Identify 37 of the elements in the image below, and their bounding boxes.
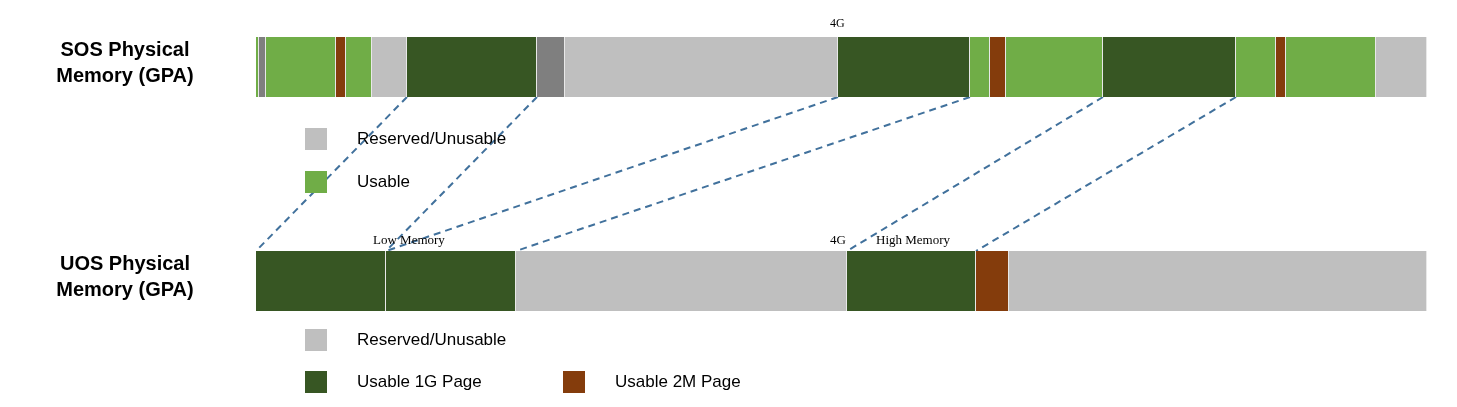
legend-label: Reserved/Unusable xyxy=(357,129,507,149)
memory-region-bar xyxy=(1376,37,1427,97)
memory-region-bar xyxy=(1103,37,1236,97)
legend-label: Usable xyxy=(357,172,410,192)
memory-region-bar xyxy=(346,37,372,97)
memory-region-bar xyxy=(1006,37,1103,97)
memory-region-bar xyxy=(386,251,516,311)
memory-region-bar xyxy=(516,251,847,311)
memory-region-bar xyxy=(565,37,838,97)
dashed-mapping-line xyxy=(385,96,839,252)
memory-region-bar xyxy=(847,251,976,311)
memory-region-bar xyxy=(256,251,386,311)
memory-region-bar xyxy=(537,37,565,97)
memory-region-bar xyxy=(970,37,990,97)
memory-region-bar xyxy=(1236,37,1276,97)
memory-region-bar xyxy=(372,37,407,97)
memory-region-bar xyxy=(256,37,259,97)
memory-region-bar xyxy=(336,37,346,97)
memory-region-bar xyxy=(1276,37,1286,97)
memory-region-bar xyxy=(838,37,970,97)
dashed-mapping-line xyxy=(975,96,1237,252)
memory-region-bar xyxy=(976,251,1009,311)
memory-region-bar xyxy=(990,37,1006,97)
address-label: 4G xyxy=(830,16,845,31)
memory-region-bar xyxy=(266,37,336,97)
region-label: Low Memory xyxy=(373,232,445,248)
region-label: High Memory xyxy=(876,232,951,248)
memory-title: UOS Physical Memory (GPA) xyxy=(55,251,195,302)
memory-region-bar xyxy=(407,37,537,97)
legend-label: Reserved/Unusable xyxy=(357,330,507,350)
legend-label: Usable 2M Page xyxy=(615,372,741,392)
memory-region-bar xyxy=(1009,251,1427,311)
memory-region-bar xyxy=(259,37,266,97)
memory-title: SOS Physical Memory (GPA) xyxy=(55,37,195,88)
legend-label: Usable 1G Page xyxy=(357,372,482,392)
memory-region-bar xyxy=(1286,37,1376,97)
address-label: 4G xyxy=(830,232,846,248)
